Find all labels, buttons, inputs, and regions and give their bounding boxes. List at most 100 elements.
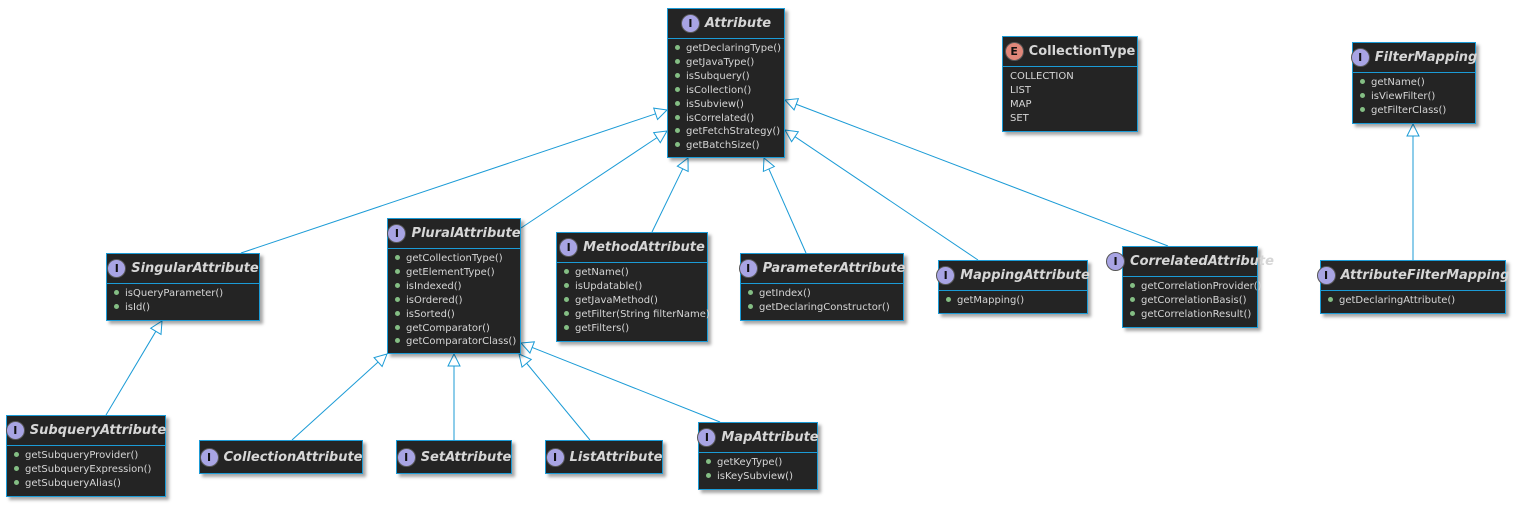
member-label: getName() bbox=[1371, 77, 1425, 88]
public-visibility-icon bbox=[675, 100, 680, 106]
class-name: ParameterAttribute bbox=[762, 261, 906, 276]
public-visibility-icon bbox=[564, 324, 569, 330]
class-name: SetAttribute bbox=[420, 449, 512, 465]
member-label: MAP bbox=[1010, 98, 1032, 110]
generalization-arrowhead bbox=[784, 129, 800, 143]
method-list: getName()isUpdatable()getJavaMethod()get… bbox=[557, 263, 710, 340]
public-visibility-icon bbox=[14, 465, 19, 471]
member-label: getDeclaringAttribute() bbox=[1339, 295, 1456, 306]
method-item: isSorted() bbox=[395, 308, 514, 322]
method-item: isCorrelated() bbox=[675, 112, 778, 126]
edge-MappingAttribute-to-Attribute bbox=[784, 129, 979, 261]
class-name: CorrelatedAttribute bbox=[1130, 254, 1274, 269]
method-list: getIndex()getDeclaringConstructor() bbox=[741, 284, 903, 319]
generalization-arrowhead bbox=[149, 320, 163, 336]
member-label: getElementType() bbox=[406, 266, 495, 278]
member-label: getSubqueryExpression() bbox=[25, 463, 152, 475]
method-item: isCollection() bbox=[675, 84, 778, 98]
generalization-arrowhead bbox=[1406, 122, 1420, 137]
member-label: getSubqueryProvider() bbox=[25, 450, 139, 461]
member-label: isUpdatable() bbox=[575, 280, 643, 292]
interface-stereotype-icon: I bbox=[396, 447, 416, 467]
edge-CorrelatedAttribute-to-Attribute bbox=[783, 98, 1169, 247]
method-item: getFetchStrategy() bbox=[675, 125, 780, 139]
interface-stereotype-icon: I bbox=[545, 447, 565, 467]
public-visibility-icon bbox=[395, 282, 400, 288]
edge-ListAttribute-to-PluralAttribute bbox=[518, 353, 591, 441]
member-label: isCorrelated() bbox=[686, 112, 755, 124]
interface-stereotype-icon: I bbox=[107, 259, 127, 278]
member-label: getJavaMethod() bbox=[575, 294, 658, 306]
generalization-arrowhead bbox=[783, 98, 800, 111]
interface-stereotype-icon: I bbox=[387, 224, 407, 243]
generalization-arrowhead bbox=[676, 156, 689, 173]
member-label: LIST bbox=[1010, 84, 1031, 96]
enum-constant-list: COLLECTION LIST MAP SET bbox=[1003, 67, 1137, 130]
interface-stereotype-icon: I bbox=[697, 428, 717, 447]
method-item: getName() bbox=[1360, 76, 1469, 90]
member-label: isIndexed() bbox=[406, 280, 462, 292]
method-item: getSubqueryExpression() bbox=[14, 463, 159, 477]
member-label: COLLECTION bbox=[1010, 71, 1074, 82]
member-label: getJavaType() bbox=[686, 56, 755, 68]
member-label: SET bbox=[1010, 112, 1029, 124]
edge-SetAttribute-to-PluralAttribute bbox=[447, 352, 461, 440]
method-item: getName() bbox=[564, 266, 701, 280]
class-name: AttributeFilterMapping bbox=[1340, 268, 1510, 283]
public-visibility-icon bbox=[706, 472, 711, 478]
public-visibility-icon bbox=[114, 290, 119, 295]
public-visibility-icon bbox=[1130, 310, 1135, 316]
member-label: getCorrelationProvider() bbox=[1141, 281, 1262, 292]
public-visibility-icon bbox=[395, 324, 400, 330]
method-item: getJavaMethod() bbox=[564, 294, 701, 308]
public-visibility-icon bbox=[1360, 106, 1365, 112]
public-visibility-icon bbox=[114, 303, 119, 309]
edge-line bbox=[105, 331, 157, 416]
public-visibility-icon bbox=[14, 479, 19, 485]
public-visibility-icon bbox=[1130, 296, 1135, 302]
method-item: isOrdered() bbox=[395, 294, 514, 308]
method-item: getCorrelationResult() bbox=[1130, 308, 1251, 322]
public-visibility-icon bbox=[564, 296, 569, 302]
class-name: MappingAttribute bbox=[960, 268, 1090, 283]
public-visibility-icon bbox=[395, 296, 400, 302]
edge-SubqueryAttribute-to-SingularAttribute bbox=[105, 320, 163, 416]
public-visibility-icon bbox=[675, 45, 680, 50]
method-item: isSubquery() bbox=[675, 70, 778, 84]
generalization-arrowhead bbox=[373, 353, 388, 368]
public-visibility-icon bbox=[395, 338, 400, 344]
member-label: getName() bbox=[575, 267, 629, 278]
edge-line bbox=[768, 168, 807, 254]
edge-line bbox=[291, 361, 379, 441]
edge-line bbox=[794, 136, 979, 261]
generalization-arrowhead bbox=[762, 156, 776, 173]
method-list: getMapping() bbox=[939, 291, 1087, 312]
method-list: getCorrelationProvider()getCorrelationBa… bbox=[1123, 277, 1262, 326]
method-item: isViewFilter() bbox=[1360, 90, 1469, 104]
public-visibility-icon bbox=[748, 303, 753, 309]
member-label: getBatchSize() bbox=[686, 140, 760, 152]
method-item: getComparatorClass() bbox=[395, 335, 516, 349]
